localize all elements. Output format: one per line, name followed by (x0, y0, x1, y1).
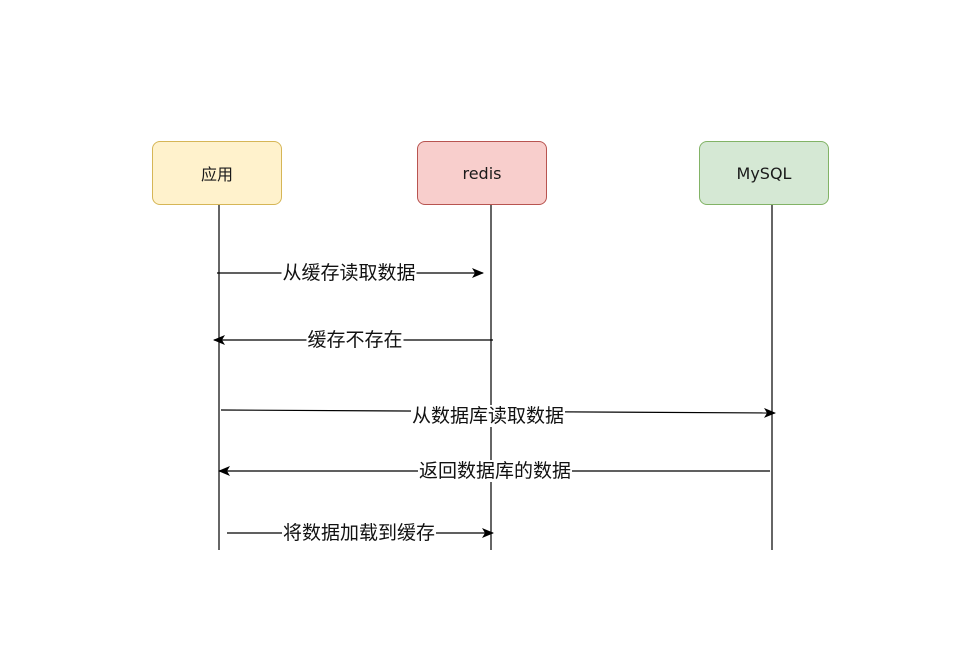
actor-mysql-label: MySQL (736, 163, 792, 183)
message-label-1: 从缓存读取数据 (281, 262, 417, 284)
actor-redis: redis (417, 141, 547, 205)
actor-mysql: MySQL (699, 141, 829, 205)
message-label-4: 返回数据库的数据 (417, 460, 573, 482)
actor-app: 应用 (152, 141, 282, 205)
message-label-2: 缓存不存在 (306, 329, 404, 351)
message-label-3: 从数据库读取数据 (410, 405, 566, 427)
message-label-5: 将数据加载到缓存 (281, 522, 437, 544)
actor-app-label: 应用 (200, 165, 233, 184)
actor-redis-label: redis (462, 163, 502, 183)
